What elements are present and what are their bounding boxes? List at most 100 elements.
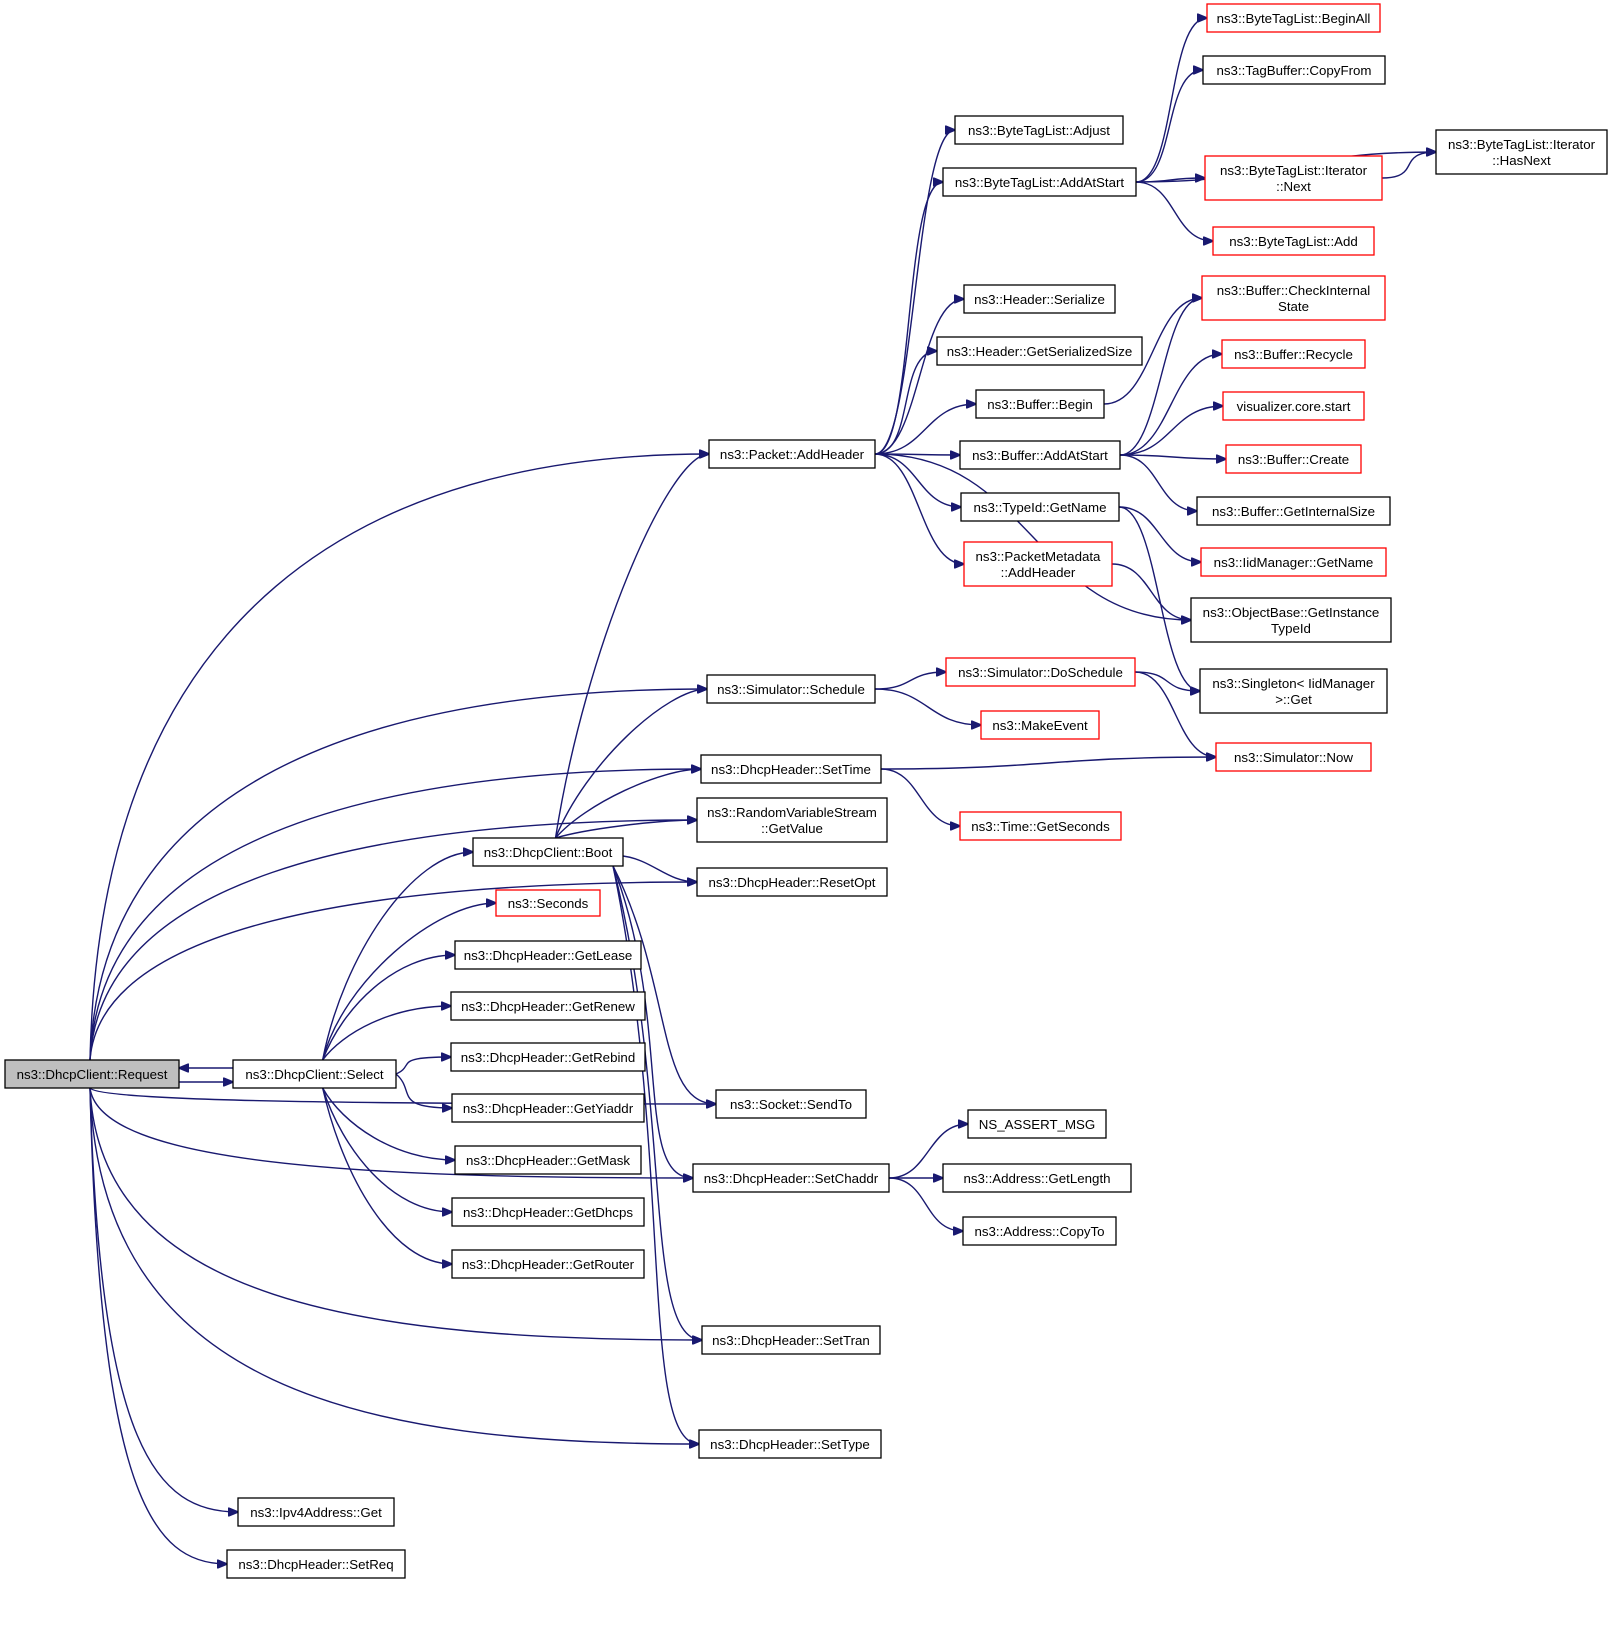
- node-getrebind[interactable]: ns3::DhcpHeader::GetRebind: [450, 1042, 646, 1072]
- node-time-getseconds[interactable]: ns3::Time::GetSeconds: [959, 811, 1122, 841]
- edge-request-to-settran: [89, 1087, 702, 1340]
- node-iter-next[interactable]: ns3::ByteTagList::Iterator::Next: [1204, 155, 1383, 201]
- node-ipv4get[interactable]: ns3::Ipv4Address::Get: [237, 1497, 395, 1527]
- node-serialize[interactable]: ns3::Header::Serialize: [963, 284, 1116, 314]
- edge-addatstart_btl-to-beginall: [1135, 18, 1207, 183]
- node-label: ns3::DhcpHeader::GetDhcps: [463, 1205, 633, 1220]
- node-box: [692, 1163, 890, 1193]
- node-settime[interactable]: ns3::DhcpHeader::SetTime: [700, 754, 882, 784]
- node-iter-hasnext[interactable]: ns3::ByteTagList::Iterator::HasNext: [1435, 129, 1608, 175]
- node-label: ns3::Buffer::AddAtStart: [972, 448, 1108, 463]
- node-label: ns3::DhcpClient::Boot: [484, 845, 613, 860]
- node-singleton-get[interactable]: ns3::Singleton< IidManager>::Get: [1199, 668, 1388, 714]
- node-label: ns3::ByteTagList::Add: [1229, 234, 1358, 249]
- node-addheader[interactable]: ns3::Packet::AddHeader: [708, 439, 876, 469]
- node-buffer-create[interactable]: ns3::Buffer::Create: [1225, 444, 1362, 474]
- node-box: [708, 439, 876, 469]
- edge-typeid_getname-to-iidmanager_getname: [1118, 506, 1201, 562]
- node-label: ns3::Seconds: [508, 896, 589, 911]
- node-seconds[interactable]: ns3::Seconds: [495, 889, 601, 917]
- node-schedule[interactable]: ns3::Simulator::Schedule: [706, 674, 876, 704]
- node-addatstart-btl[interactable]: ns3::ByteTagList::AddAtStart: [942, 167, 1137, 197]
- edge-addheader-to-getserializedsize: [874, 351, 937, 455]
- node-box: [237, 1497, 395, 1527]
- edge-schedule-to-doschedule: [874, 672, 946, 690]
- edge-setchaddr-to-ns_assert_msg: [888, 1124, 968, 1179]
- edge-addheader-to-addatstart_btl: [874, 182, 943, 455]
- node-settran[interactable]: ns3::DhcpHeader::SetTran: [701, 1325, 881, 1355]
- node-getvalue[interactable]: ns3::RandomVariableStream::GetValue: [696, 797, 888, 843]
- node-buffer-addatstart[interactable]: ns3::Buffer::AddAtStart: [959, 440, 1121, 470]
- node-recycle[interactable]: ns3::Buffer::Recycle: [1221, 339, 1366, 369]
- node-address-getlength[interactable]: ns3::Address::GetLength: [942, 1163, 1132, 1193]
- node-box: [1204, 155, 1383, 201]
- node-label: >::Get: [1275, 692, 1312, 707]
- node-typeid-getname[interactable]: ns3::TypeId::GetName: [960, 492, 1120, 522]
- node-label: ns3::ByteTagList::BeginAll: [1217, 11, 1371, 26]
- edge-doschedule-to-sim_now: [1134, 671, 1216, 757]
- edge-select-to-getdhcps: [321, 1087, 452, 1212]
- node-box: [942, 167, 1137, 197]
- node-setchaddr[interactable]: ns3::DhcpHeader::SetChaddr: [692, 1163, 890, 1193]
- node-resetopt[interactable]: ns3::DhcpHeader::ResetOpt: [696, 867, 888, 897]
- edge-settime-to-sim_now: [880, 757, 1216, 770]
- edge-select-to-boot: [321, 852, 473, 1061]
- node-label: ns3::DhcpHeader::GetYiaddr: [463, 1101, 634, 1116]
- edge-select-to-getrebind: [395, 1057, 451, 1075]
- node-box: [1221, 339, 1366, 369]
- edge-addheader-to-buffer_begin: [874, 404, 976, 455]
- node-label: ns3::DhcpHeader::SetReq: [238, 1557, 393, 1572]
- node-btl-add[interactable]: ns3::ByteTagList::Add: [1212, 226, 1375, 256]
- node-box: [967, 1109, 1107, 1139]
- node-getserializedsize[interactable]: ns3::Header::GetSerializedSize: [936, 336, 1143, 366]
- node-getlease[interactable]: ns3::DhcpHeader::GetLease: [454, 940, 642, 970]
- node-adjust[interactable]: ns3::ByteTagList::Adjust: [954, 115, 1124, 145]
- node-iidmanager-getname[interactable]: ns3::IidManager::GetName: [1200, 547, 1387, 577]
- node-vis-start[interactable]: visualizer.core.start: [1222, 391, 1365, 421]
- node-sim-now[interactable]: ns3::Simulator::Now: [1215, 742, 1372, 772]
- node-box: [954, 115, 1124, 145]
- node-beginall[interactable]: ns3::ByteTagList::BeginAll: [1206, 3, 1381, 33]
- node-sendto[interactable]: ns3::Socket::SendTo: [715, 1089, 867, 1119]
- edge-boot-to-resetopt: [622, 855, 697, 882]
- node-label: ns3::Buffer::CheckInternal: [1217, 283, 1371, 298]
- node-getrenew[interactable]: ns3::DhcpHeader::GetRenew: [450, 991, 646, 1021]
- edge-doschedule-to-singleton_get: [1134, 671, 1200, 691]
- node-settype[interactable]: ns3::DhcpHeader::SetType: [698, 1429, 882, 1459]
- edge-boot-to-getvalue: [555, 820, 698, 839]
- node-getrouter[interactable]: ns3::DhcpHeader::GetRouter: [451, 1249, 645, 1279]
- node-copyfrom[interactable]: ns3::TagBuffer::CopyFrom: [1202, 55, 1386, 85]
- node-getinternalsize[interactable]: ns3::Buffer::GetInternalSize: [1196, 496, 1391, 526]
- node-box: [962, 1216, 1117, 1246]
- edge-select-to-getlease: [321, 955, 455, 1061]
- node-doschedule[interactable]: ns3::Simulator::DoSchedule: [945, 657, 1136, 687]
- node-label: ns3::DhcpHeader::GetMask: [466, 1153, 630, 1168]
- node-pm-addheader[interactable]: ns3::PacketMetadata::AddHeader: [963, 541, 1113, 587]
- node-buffer-begin[interactable]: ns3::Buffer::Begin: [975, 389, 1105, 419]
- node-makeevent[interactable]: ns3::MakeEvent: [980, 710, 1100, 740]
- node-label: ns3::Socket::SendTo: [730, 1097, 852, 1112]
- node-address-copyto[interactable]: ns3::Address::CopyTo: [962, 1216, 1117, 1246]
- node-label: ns3::DhcpHeader::ResetOpt: [708, 875, 875, 890]
- node-box: [1225, 444, 1362, 474]
- node-label: ns3::IidManager::GetName: [1214, 555, 1374, 570]
- node-select[interactable]: ns3::DhcpClient::Select: [232, 1059, 397, 1089]
- node-request[interactable]: ns3::DhcpClient::Request: [4, 1059, 180, 1089]
- node-getdhcps[interactable]: ns3::DhcpHeader::GetDhcps: [451, 1197, 645, 1227]
- node-box: [696, 797, 888, 843]
- node-getmask[interactable]: ns3::DhcpHeader::GetMask: [454, 1145, 642, 1175]
- node-setreq[interactable]: ns3::DhcpHeader::SetReq: [226, 1549, 406, 1579]
- edge-boot-to-schedule: [554, 689, 708, 839]
- node-label: ns3::DhcpHeader::SetTran: [712, 1333, 870, 1348]
- node-boot[interactable]: ns3::DhcpClient::Boot: [472, 837, 624, 867]
- node-box: [451, 1093, 645, 1123]
- edge-request-to-schedule: [89, 689, 707, 1061]
- node-getyiaddr[interactable]: ns3::DhcpHeader::GetYiaddr: [451, 1093, 645, 1123]
- node-box: [450, 1042, 646, 1072]
- node-ns-assert-msg[interactable]: NS_ASSERT_MSG: [967, 1109, 1107, 1139]
- node-box: [960, 492, 1120, 522]
- edge-settime-to-time_getseconds: [880, 768, 960, 826]
